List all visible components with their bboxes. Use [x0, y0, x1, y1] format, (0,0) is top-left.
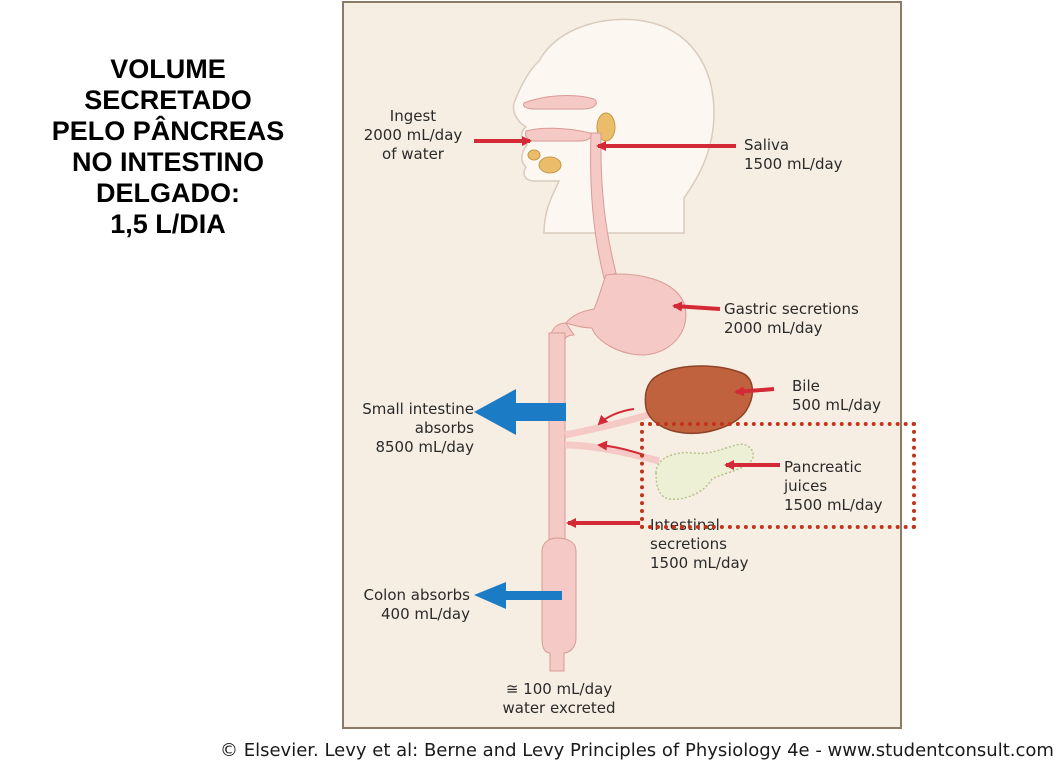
colon	[541, 537, 577, 672]
stomach	[565, 273, 687, 356]
title-line-2: SECRETADO	[84, 85, 252, 115]
nasal-cavity	[523, 95, 597, 110]
pancreatic-duct	[564, 441, 660, 465]
gastric-secretions-label: Gastric secretions 2000 mL/day	[724, 300, 859, 337]
liver	[644, 365, 754, 435]
small-intestine-absorbs-label: Small intestine absorbs 8500 mL/day	[362, 400, 474, 456]
title-line-6: 1,5 L/DIA	[110, 209, 226, 239]
saliva-label: Saliva 1500 mL/day	[744, 136, 843, 173]
sublingual-gland	[527, 149, 541, 161]
colon-absorption-arrow	[474, 582, 562, 609]
bile-duct	[564, 409, 656, 439]
footer-credit: © Elsevier. Levy et al: Berne and Levy P…	[220, 740, 1054, 761]
parotid-gland	[596, 112, 616, 142]
title-line-1: VOLUME	[110, 54, 226, 84]
pancreas-highlight-box	[640, 422, 916, 529]
title-line-3: PELO PÂNCREAS	[51, 116, 285, 146]
water-excreted-label: ≅ 100 mL/day water excreted	[502, 680, 616, 717]
slide-title: VOLUME SECRETADO PELO PÂNCREAS NO INTEST…	[14, 54, 322, 240]
bile-arrow	[734, 386, 775, 397]
small-intestine-absorption-arrow	[474, 389, 566, 435]
ingest-label: Ingest 2000 mL/day of water	[363, 107, 463, 163]
title-line-4: NO INTESTINO	[71, 147, 264, 177]
digestive-water-flow-figure: Ingest 2000 mL/day of water Saliva 1500 …	[342, 1, 902, 729]
small-intestine	[548, 332, 566, 549]
title-line-5: DELGADO:	[96, 178, 240, 208]
bile-label: Bile 500 mL/day	[792, 377, 882, 414]
colon-absorbs-label: Colon absorbs 400 mL/day	[363, 586, 470, 623]
pancreas	[655, 443, 754, 501]
pancreatic-juices-label: Pancreatic juices 1500 mL/day	[784, 458, 883, 514]
gastric-arrow	[672, 301, 721, 312]
submandibular-gland	[538, 156, 562, 174]
digestive-diagram-svg	[474, 18, 780, 672]
intestinal-secretions-label: Intestinal secretions 1500 mL/day	[650, 516, 749, 572]
